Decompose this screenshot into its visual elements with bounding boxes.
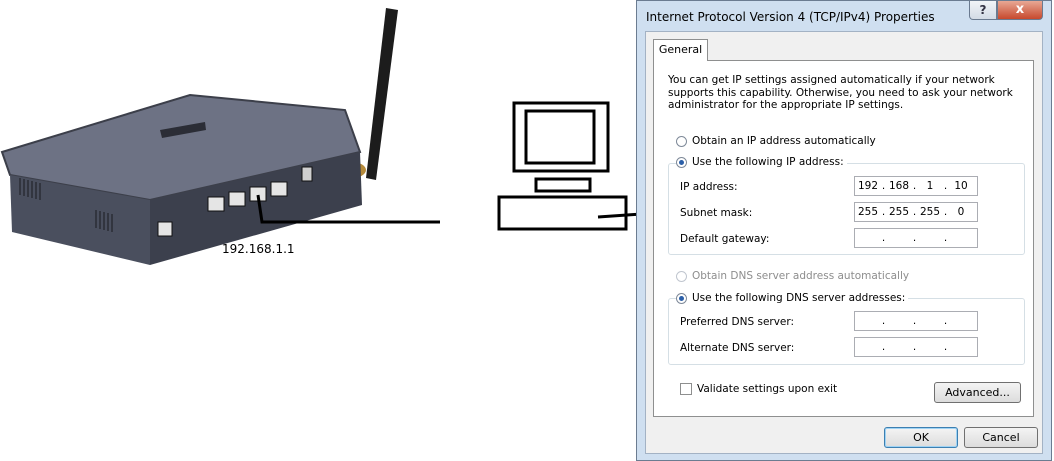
computer-stand (534, 177, 592, 193)
computer-drawing (497, 101, 628, 231)
dialog-title: Internet Protocol Version 4 (TCP/IPv4) P… (646, 10, 935, 24)
ip-address-label: IP address: (680, 181, 738, 193)
alternate-dns-input[interactable]: . . . (854, 337, 978, 357)
ip-auto-radio[interactable] (676, 135, 687, 147)
tab-general[interactable]: General (653, 39, 708, 61)
computer-monitor (512, 101, 610, 173)
validate-checkbox[interactable] (680, 383, 692, 395)
ip-manual-label: Use the following IP address: (692, 156, 844, 168)
router-top (2, 95, 360, 200)
router-power-jack (301, 166, 313, 182)
cancel-button[interactable]: Cancel (964, 427, 1038, 448)
ipv4-properties-dialog: Internet Protocol Version 4 (TCP/IPv4) P… (636, 0, 1052, 461)
preferred-dns-label: Preferred DNS server: (680, 316, 795, 328)
dns-auto-radio[interactable] (676, 270, 687, 282)
ethernet-cable (256, 194, 440, 224)
ok-button[interactable]: OK (884, 427, 958, 448)
intro-text: You can get IP settings assigned automat… (668, 74, 1013, 111)
default-gateway-input[interactable]: . . . (854, 228, 978, 248)
subnet-mask-label: Subnet mask: (680, 207, 753, 219)
validate-option[interactable]: Validate settings upon exit (680, 383, 837, 395)
close-button[interactable]: x (997, 1, 1043, 20)
ip-address-input[interactable]: 192. 168. 1. 10 (854, 176, 978, 196)
ip-auto-option[interactable]: Obtain an IP address automatically (676, 135, 876, 147)
computer-screen (524, 109, 596, 165)
validate-label: Validate settings upon exit (697, 383, 838, 395)
router-image (0, 8, 440, 265)
general-tab-panel: You can get IP settings assigned automat… (653, 60, 1034, 417)
computer-case (497, 195, 628, 231)
default-gateway-label: Default gateway: (680, 233, 770, 245)
alternate-dns-label: Alternate DNS server: (680, 342, 795, 354)
ip-manual-option[interactable]: Use the following IP address: (676, 156, 847, 168)
dialog-client: General You can get IP settings assigned… (645, 31, 1043, 454)
ip-auto-label: Obtain an IP address automatically (692, 135, 876, 147)
dns-manual-option[interactable]: Use the following DNS server addresses: (676, 292, 909, 304)
router-ip-label: 192.168.1.1 (222, 242, 295, 256)
dns-manual-radio[interactable] (676, 292, 687, 304)
preferred-dns-input[interactable]: . . . (854, 311, 978, 331)
advanced-button[interactable]: Advanced... (934, 382, 1021, 403)
dns-auto-option[interactable]: Obtain DNS server address automatically (676, 270, 909, 282)
router-antenna (366, 8, 398, 180)
router-lan-ports (207, 181, 288, 212)
router-front (10, 175, 150, 265)
dns-manual-label: Use the following DNS server addresses: (692, 292, 906, 304)
dns-auto-label: Obtain DNS server address automatically (692, 270, 910, 282)
help-button[interactable]: ? (969, 1, 997, 20)
ip-manual-radio[interactable] (676, 156, 687, 168)
router-wan-port (157, 221, 173, 237)
title-bar: Internet Protocol Version 4 (TCP/IPv4) P… (637, 1, 1051, 31)
subnet-mask-input[interactable]: 255. 255. 255. 0 (854, 202, 978, 222)
